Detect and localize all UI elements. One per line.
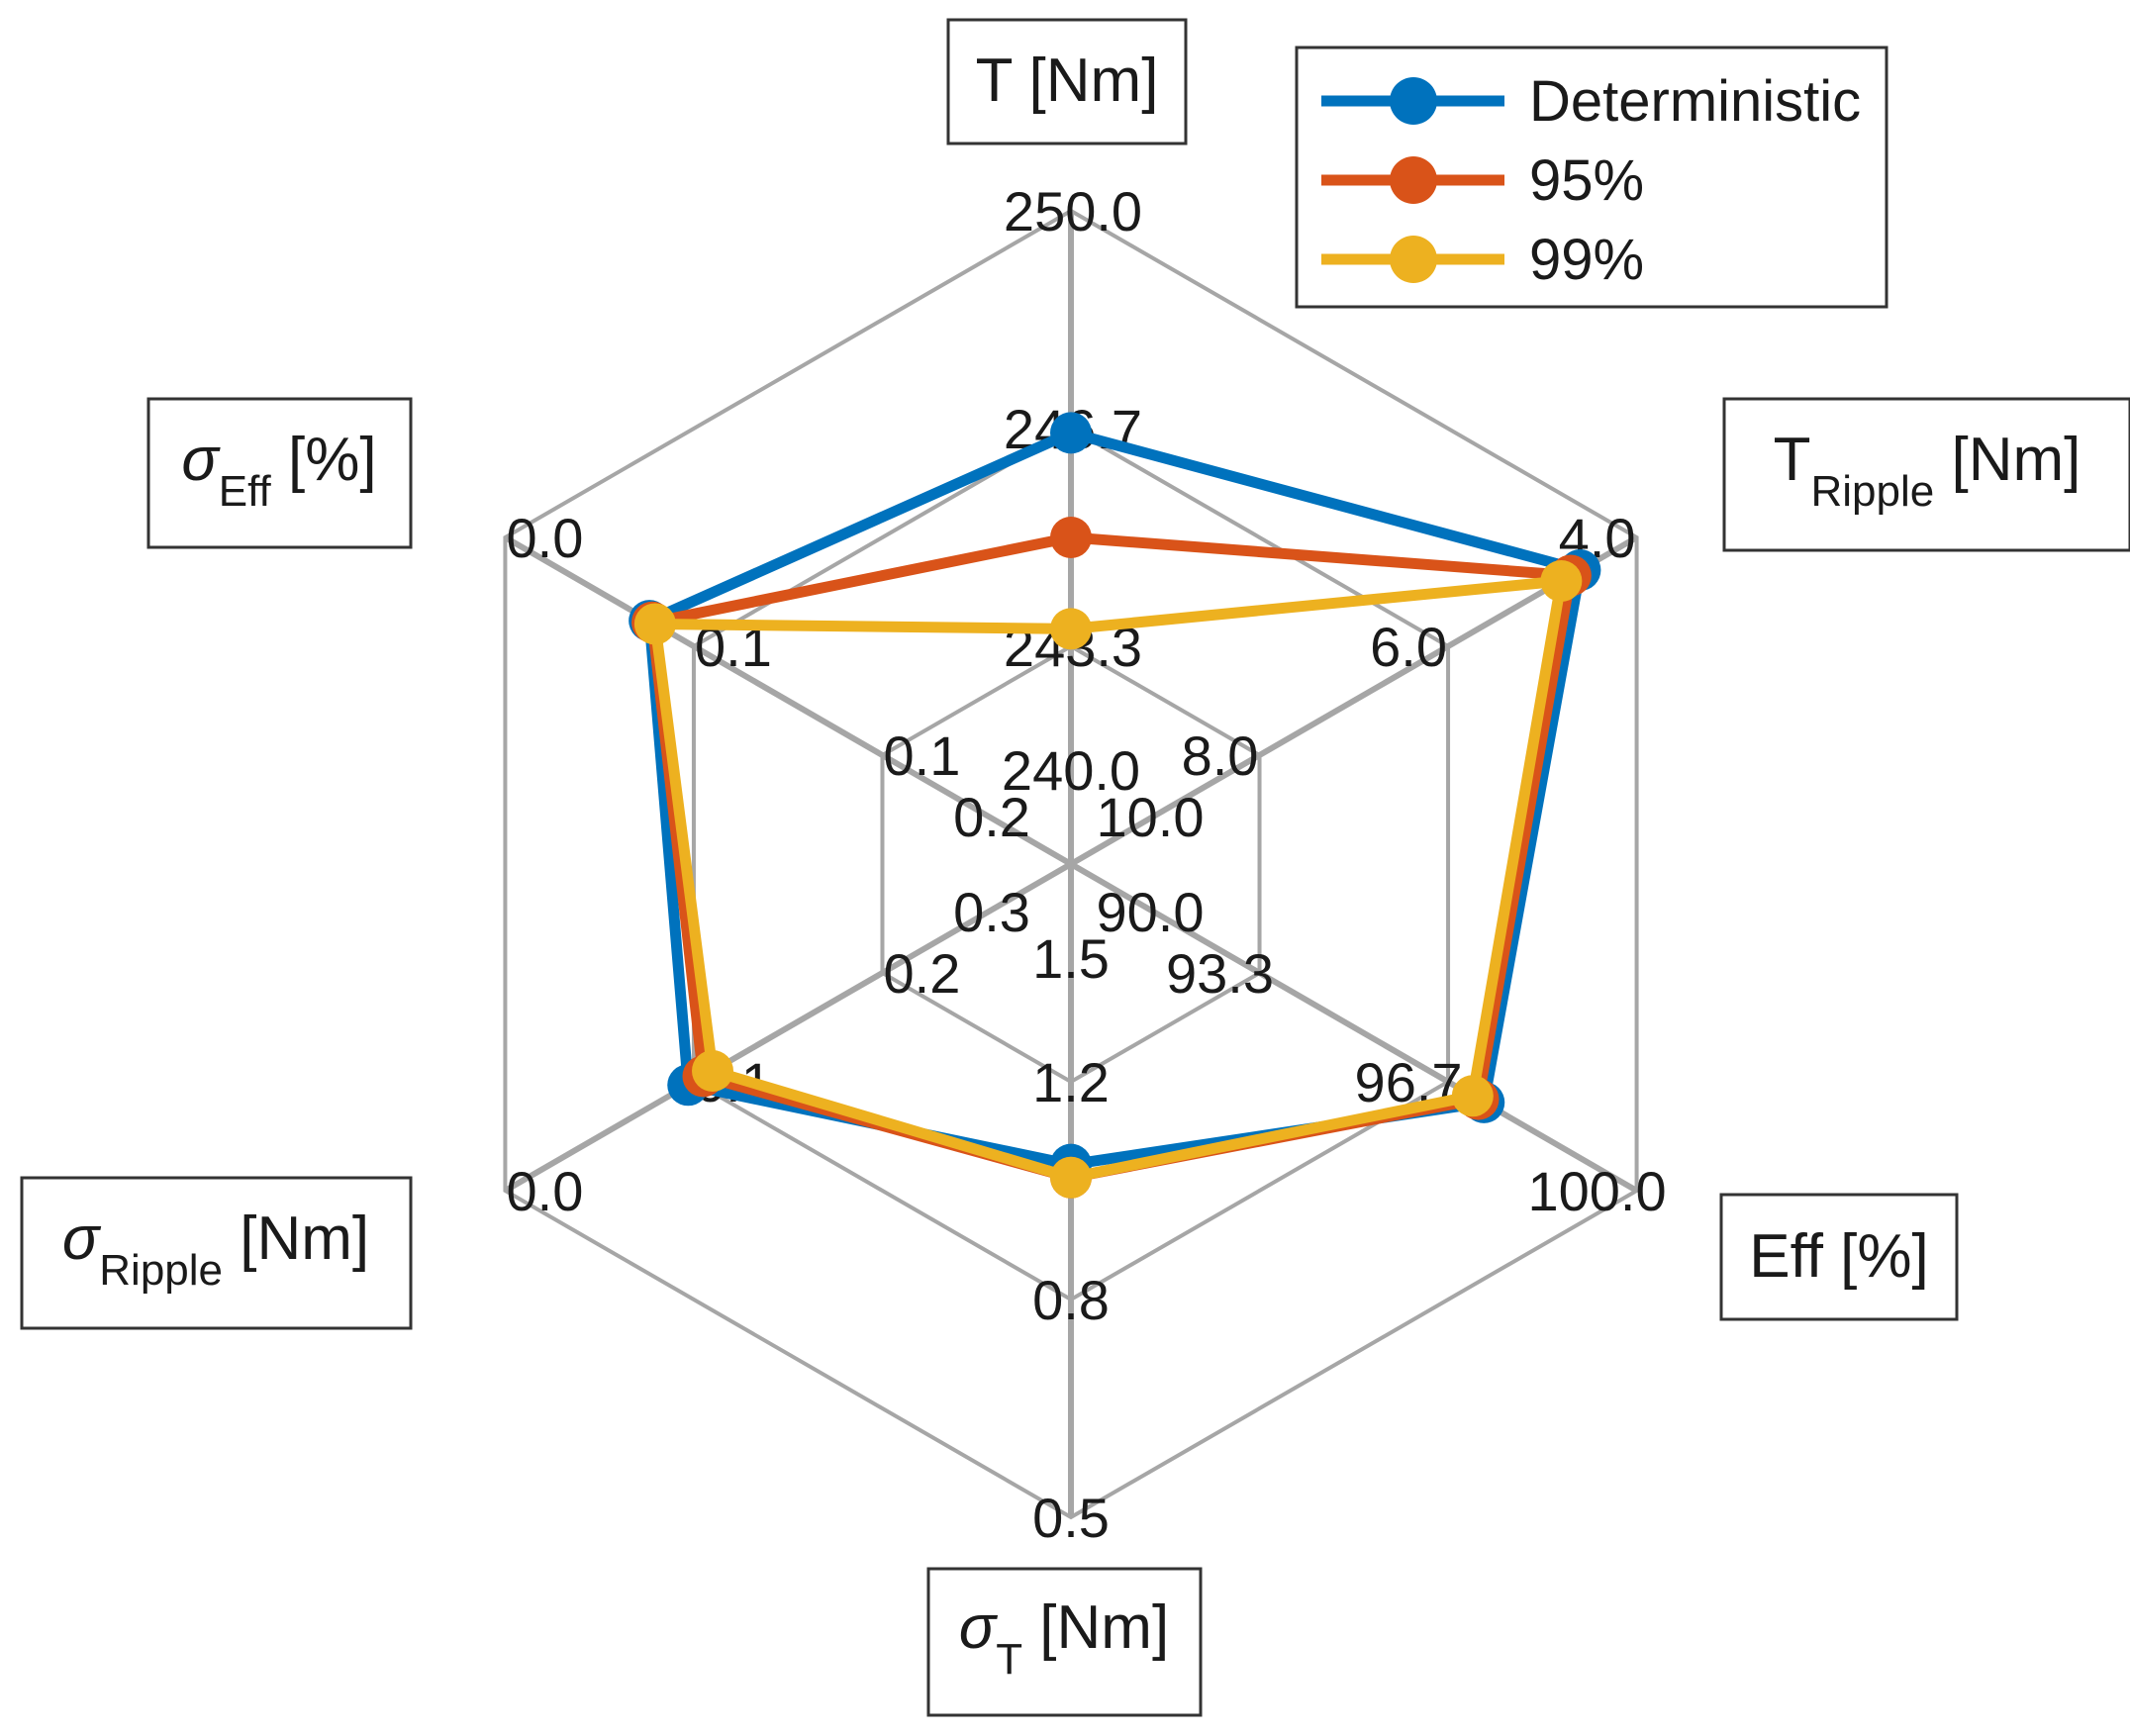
- tick-label: 0.8: [1032, 1269, 1110, 1331]
- tick-label: 100.0: [1528, 1160, 1667, 1222]
- tick-label: 1.5: [1032, 927, 1110, 990]
- series-marker: [1050, 608, 1092, 650]
- axis-label: T [Nm]: [976, 47, 1159, 115]
- series-marker: [692, 1050, 734, 1092]
- axis-label-box: Eff [%]: [1719, 1193, 1959, 1321]
- axis-label: TRipple [Nm]: [1774, 426, 2082, 516]
- tick-label: 0.5: [1032, 1487, 1110, 1549]
- legend-label: 95%: [1529, 148, 1644, 213]
- tick-label: 93.3: [1166, 942, 1274, 1005]
- axis-label-box: σEff [%]: [146, 397, 413, 549]
- axis-label: Eff [%]: [1749, 1222, 1929, 1291]
- axis-label-frame: [926, 1567, 1203, 1717]
- axis-label-frame: [1719, 1193, 1959, 1321]
- series-marker: [1540, 560, 1583, 602]
- axis-label-box: T [Nm]: [946, 18, 1188, 145]
- series-marker: [633, 603, 676, 645]
- axis-label-frame: [946, 18, 1188, 145]
- legend-entry: Deterministic: [1321, 69, 1861, 134]
- legend-marker: [1390, 77, 1437, 125]
- legend-marker: [1390, 156, 1437, 204]
- spoke-6: [503, 534, 1073, 867]
- spoke-5: [503, 861, 1073, 1194]
- series-marker: [1050, 517, 1092, 558]
- legend-marker: [1390, 236, 1437, 283]
- tick-label: 250.0: [1004, 180, 1142, 242]
- legend-label: Deterministic: [1529, 69, 1861, 134]
- axis-labels: T [Nm] TRipple [Nm] Eff [%] σT [Nm] σRipple …: [20, 18, 2130, 1717]
- tick-label: 10.0: [1097, 786, 1205, 848]
- series-marker: [1451, 1075, 1494, 1117]
- tick-label: 1.2: [1032, 1051, 1110, 1113]
- data-series: [629, 412, 1601, 1199]
- axis-label-frame: [1722, 397, 2130, 552]
- axis-label-box: TRipple [Nm]: [1722, 397, 2130, 552]
- axis-label: σRipple [Nm]: [62, 1205, 369, 1295]
- tick-label: 0.2: [953, 786, 1030, 848]
- tick-label: 0.1: [884, 724, 961, 787]
- tick-label: 0.2: [884, 942, 961, 1005]
- tick-label: 6.0: [1370, 616, 1447, 678]
- axis-label: σT [Nm]: [959, 1593, 1169, 1684]
- legend-label: 99%: [1529, 228, 1644, 292]
- tick-label: 0.3: [953, 881, 1030, 943]
- tick-label: 0.0: [506, 507, 583, 569]
- axis-label: σEff [%]: [181, 426, 376, 516]
- axis-label-frame: [146, 397, 413, 549]
- legend-entry: 99%: [1321, 228, 1644, 292]
- axis-label-box: σRipple [Nm]: [20, 1176, 413, 1330]
- tick-label: 90.0: [1097, 881, 1205, 943]
- series-marker: [1050, 1156, 1092, 1199]
- tick-label: 240.0: [1002, 739, 1140, 802]
- axis-label-box: σT [Nm]: [926, 1567, 1203, 1717]
- tick-label: 0.0: [506, 1160, 583, 1222]
- axis-label-frame: [20, 1176, 413, 1330]
- legend-entry: 95%: [1321, 148, 1644, 213]
- legend: Deterministic 95% 99%: [1295, 46, 1888, 309]
- spoke-3: [1069, 861, 1639, 1194]
- tick-label: 8.0: [1182, 724, 1259, 787]
- series-99-: [633, 560, 1583, 1199]
- series-marker: [1050, 412, 1092, 454]
- spoke-2: [1069, 534, 1639, 867]
